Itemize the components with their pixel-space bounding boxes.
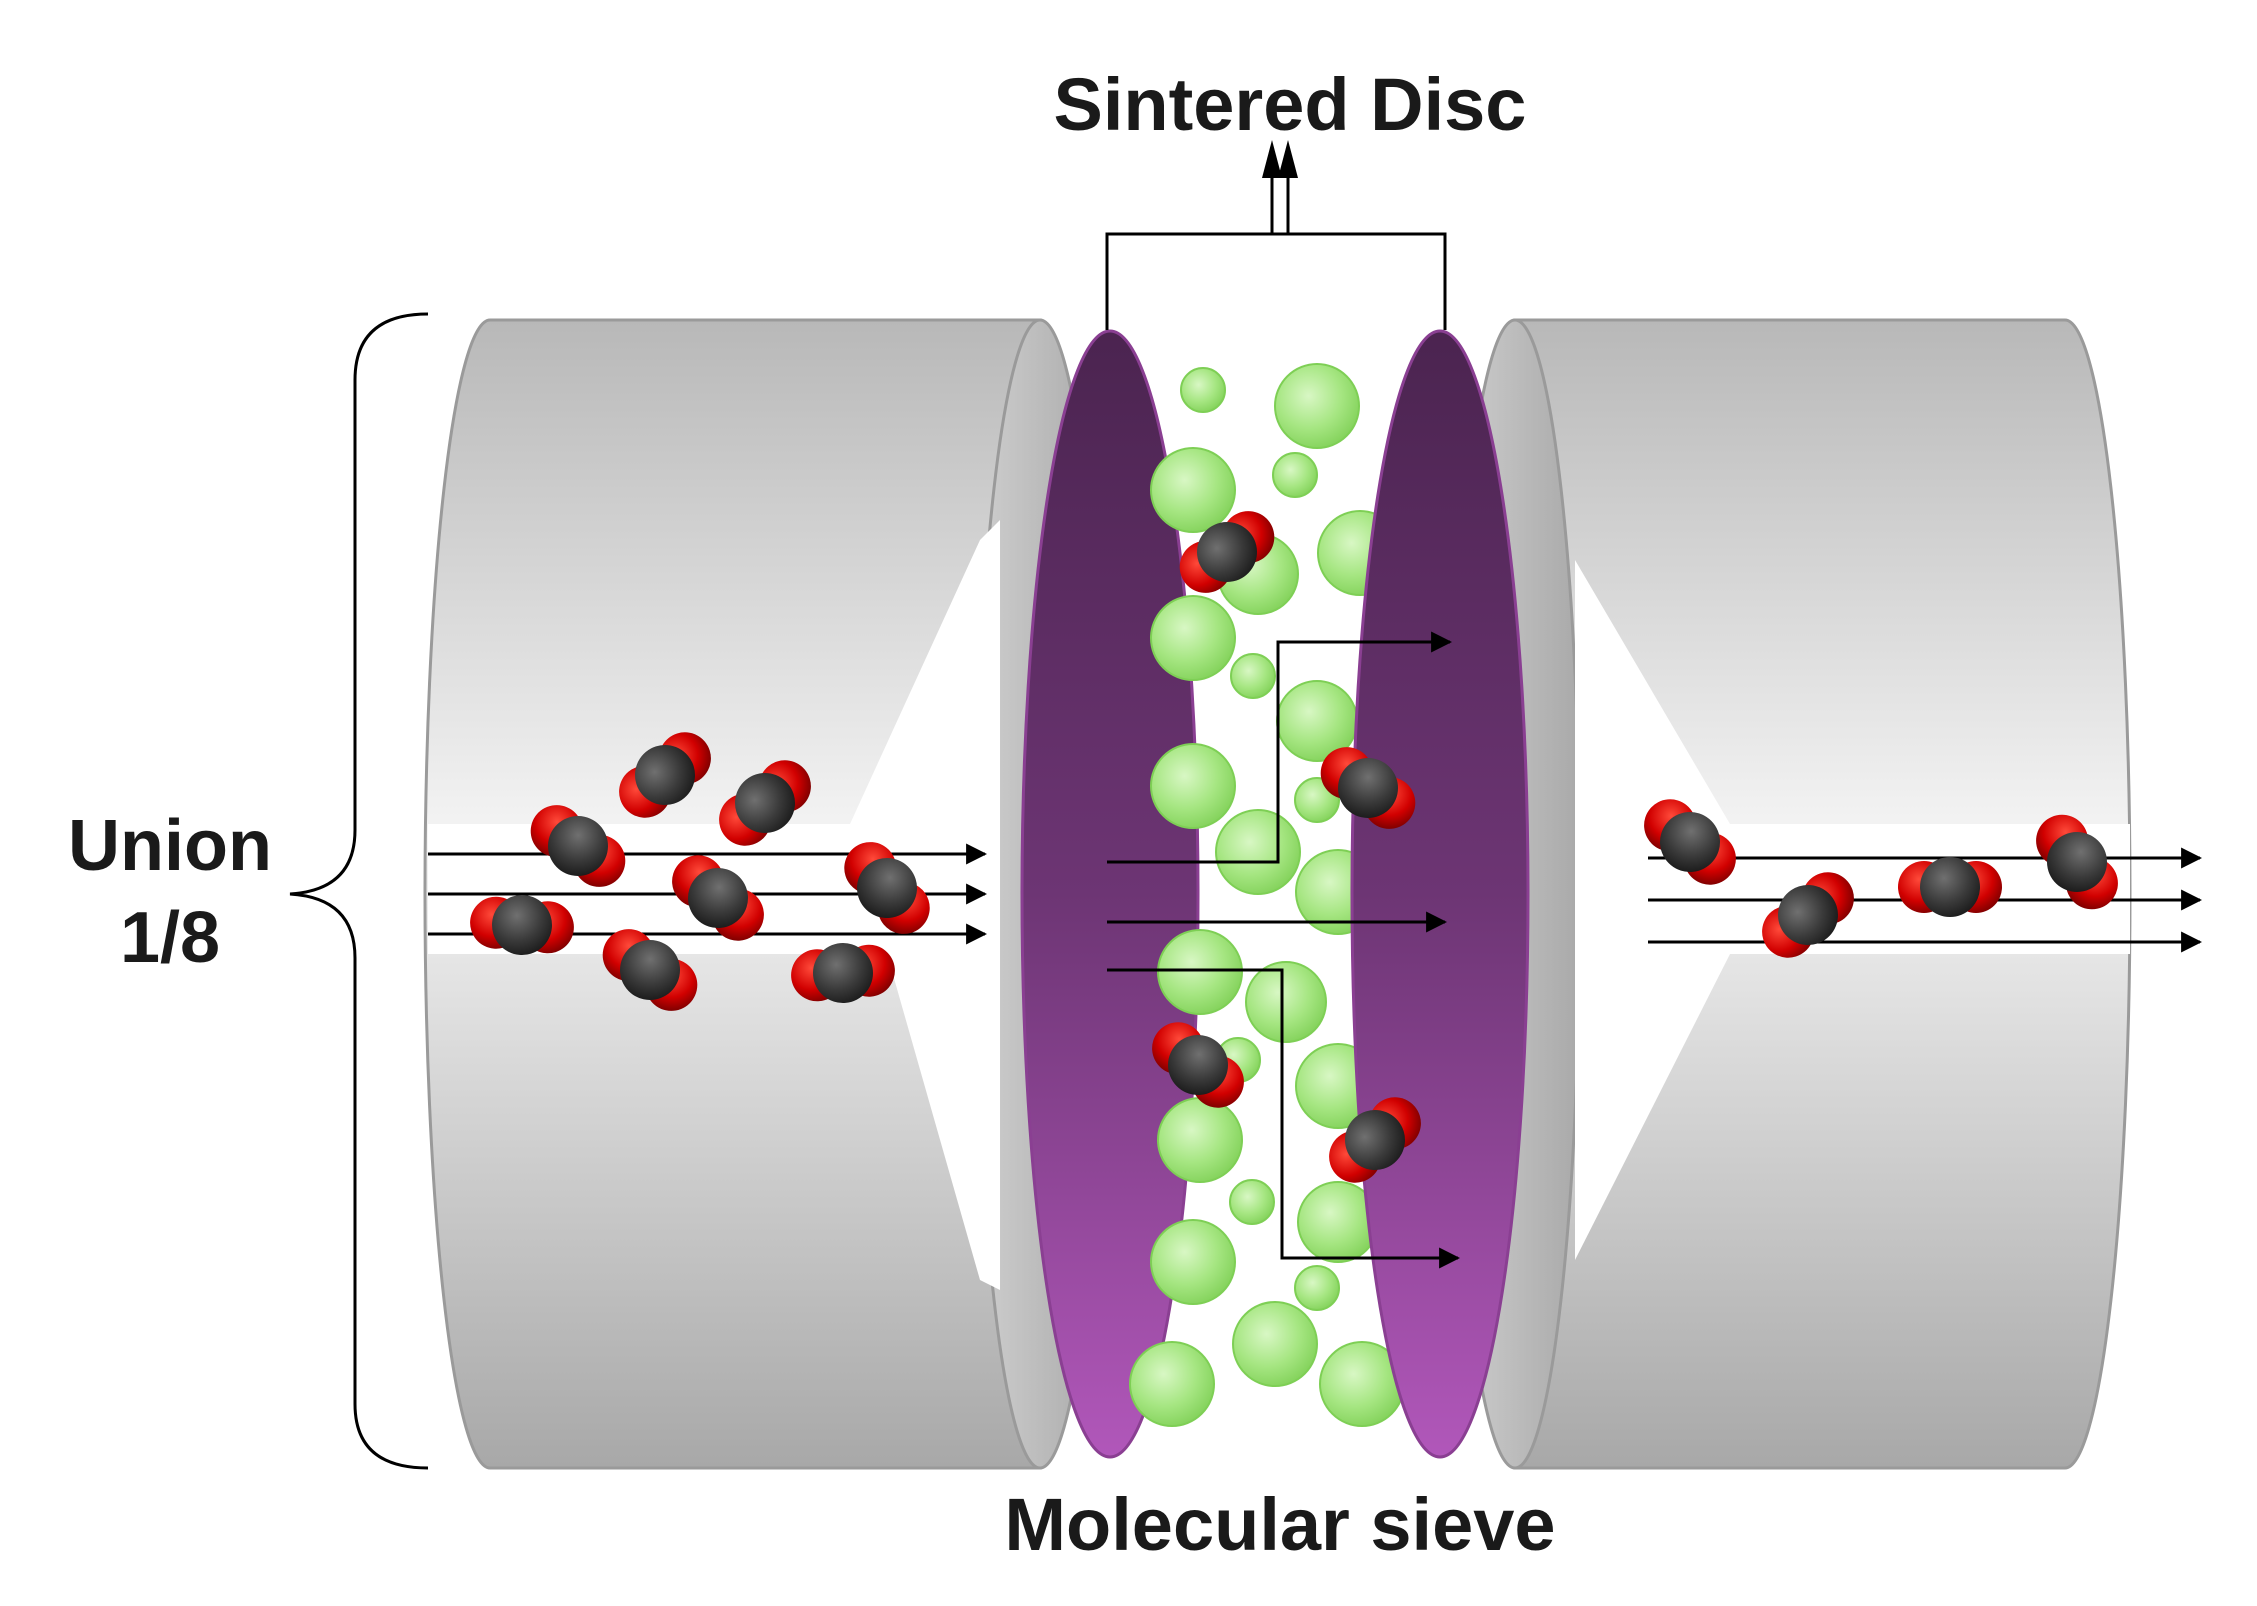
- union-label-line1: Union: [68, 806, 272, 886]
- sieve-bead-icon: [1215, 809, 1301, 895]
- sieve-bead-icon: [1150, 447, 1236, 533]
- sieve-bead-icon: [1157, 1097, 1243, 1183]
- sieve-bead-icon: [1232, 1301, 1318, 1387]
- sieve-bead-icon: [1129, 1341, 1215, 1427]
- sintered-disc-pointer: [1105, 140, 1447, 330]
- union-label-line2: 1/8: [120, 898, 220, 978]
- sieve-bead-icon: [1157, 929, 1243, 1015]
- sieve-bead-icon: [1180, 367, 1226, 413]
- sintered-disc-label: Sintered Disc: [1054, 63, 1527, 146]
- sieve-bead-icon: [1150, 743, 1236, 829]
- co2-molecule-icon: [1898, 857, 2002, 917]
- sieve-bead-icon: [1230, 653, 1276, 699]
- union-brace: [289, 312, 429, 1470]
- sieve-bead-icon: [1274, 363, 1360, 449]
- sintered-disc-left: [1020, 329, 1200, 1459]
- sieve-bead-icon: [1150, 595, 1236, 681]
- sintered-disc-right: [1350, 329, 1530, 1459]
- sieve-bead-icon: [1229, 1179, 1275, 1225]
- sieve-bead-icon: [1150, 1219, 1236, 1305]
- sieve-bead-icon: [1294, 1265, 1340, 1311]
- sieve-bead-icon: [1272, 452, 1318, 498]
- molecular-sieve-label: Molecular sieve: [1004, 1483, 1555, 1566]
- sieve-bead-icon: [1245, 961, 1327, 1043]
